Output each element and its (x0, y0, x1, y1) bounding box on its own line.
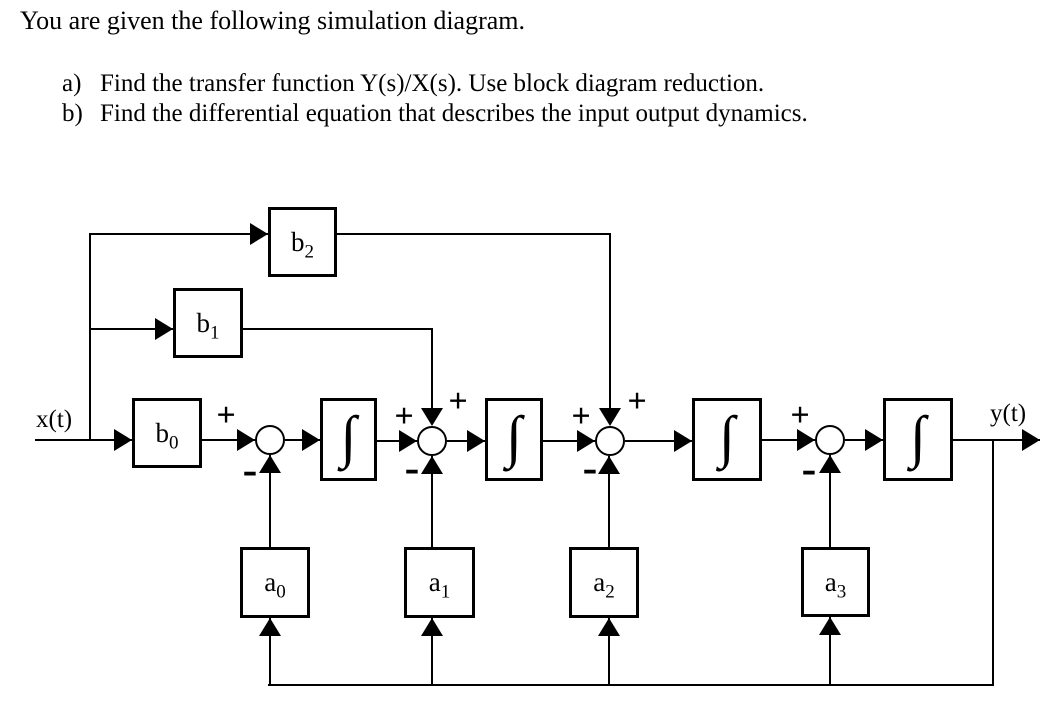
integral-icon: ∫ (340, 404, 357, 469)
wire-b2-down-to-sum3 (609, 233, 611, 424)
block-b0: b0 (132, 398, 202, 468)
summing-junction-3 (595, 426, 625, 456)
arrow-output-icon (1022, 429, 1040, 451)
integral-icon: ∫ (910, 404, 926, 469)
arrow-b2-into-sum3-icon (599, 408, 621, 426)
wire-sum4-to-int4 (845, 439, 883, 441)
wire-b0-to-sum1 (202, 439, 255, 441)
arrow-into-int4-icon (865, 429, 883, 451)
summing-junction-1 (255, 425, 285, 455)
block-a3: a3 (801, 547, 870, 617)
arrow-into-int1-icon (302, 429, 320, 451)
block-b2-label: b2 (291, 226, 314, 262)
wire-bus-to-a0 (269, 618, 271, 685)
list-item-b: b) Find the differential equation that de… (62, 100, 808, 128)
arrow-bus-into-a3-icon (819, 617, 841, 635)
sum1-plus-sign: + (216, 397, 236, 434)
sum3-plus-left-sign: + (571, 398, 591, 435)
arrow-into-b1-icon (155, 318, 173, 340)
integral-icon: ∫ (506, 404, 522, 469)
output-signal-label: y(t) (990, 400, 1027, 427)
sum2-plus-top-sign: + (448, 383, 468, 420)
integrator-1: ∫ (320, 398, 377, 481)
summing-junction-4 (815, 425, 845, 455)
integrator-4: ∫ (883, 398, 953, 481)
arrow-into-int2-icon (467, 430, 485, 452)
sum2-plus-left-sign: + (394, 398, 414, 435)
list-marker-b: b) (62, 100, 83, 127)
arrow-bus-into-a2-icon (598, 618, 620, 636)
arrow-into-sum3-icon (577, 430, 595, 452)
block-a0-label: a0 (264, 567, 286, 603)
block-a3-label: a3 (824, 566, 847, 602)
wire-input-branch (89, 233, 91, 441)
arrow-into-b0-icon (114, 429, 132, 451)
wire-a2-to-sum3 (608, 456, 610, 547)
block-a2-label: a2 (593, 567, 615, 603)
arrow-a1-into-sum2-icon (421, 456, 443, 474)
sum1-minus-sign: - (242, 445, 258, 494)
wire-int2-to-sum3 (543, 440, 595, 442)
arrow-a3-into-sum4-icon (819, 455, 841, 473)
wire-int1-to-sum2 (377, 440, 417, 442)
wire-feedback-bus (268, 684, 994, 686)
list-marker-a: a) (62, 70, 82, 97)
sum4-plus-sign: + (790, 397, 810, 434)
list-text-a: Find the transfer function Y(s)/X(s). Us… (100, 70, 765, 97)
block-b0-label: b0 (155, 417, 179, 453)
block-b2: b2 (268, 207, 337, 277)
wire-branch-to-b1 (89, 328, 173, 330)
wire-sum3-to-int3 (625, 440, 692, 442)
block-a1: a1 (404, 547, 475, 618)
arrow-into-b2-icon (250, 223, 268, 245)
sum2-minus-sign: - (404, 443, 420, 492)
arrow-into-int3-icon (674, 430, 692, 452)
arrow-into-sum4-icon (797, 429, 815, 451)
wire-bus-to-a2 (608, 618, 610, 685)
wire-sum2-to-int2 (447, 440, 485, 442)
wire-input (35, 439, 132, 441)
arrow-a0-into-sum1-icon (259, 455, 281, 473)
wire-output (953, 439, 1040, 441)
wire-a1-to-sum2 (431, 456, 433, 547)
wire-output-feedback-tap (992, 440, 994, 686)
arrow-bus-into-a0-icon (259, 618, 281, 636)
list-item-a: a) Find the transfer function Y(s)/X(s). … (62, 70, 764, 98)
wire-b2-out (337, 233, 611, 235)
list-text-b: Find the differential equation that desc… (100, 100, 808, 127)
summing-junction-2 (417, 426, 447, 456)
wire-int3-to-sum4 (762, 439, 815, 441)
sum3-minus-sign: - (582, 443, 598, 492)
arrow-into-sum1-icon (237, 429, 255, 451)
integral-icon: ∫ (719, 404, 735, 469)
arrow-a2-into-sum3-icon (598, 456, 620, 474)
wire-a3-to-sum4 (829, 455, 831, 547)
arrow-bus-into-a1-icon (421, 618, 443, 636)
arrow-into-sum2-icon (399, 430, 417, 452)
sum4-minus-sign: - (801, 444, 817, 493)
integrator-2: ∫ (485, 398, 543, 481)
block-a2: a2 (569, 547, 639, 618)
block-a0: a0 (240, 547, 310, 618)
wire-a0-to-sum1 (269, 455, 271, 547)
arrow-b1-into-sum2-icon (421, 408, 443, 426)
problem-statement: You are given the following simulation d… (20, 6, 526, 35)
wire-branch-to-b2 (89, 233, 268, 235)
wire-b1-out (243, 328, 433, 330)
block-a1-label: a1 (428, 567, 451, 603)
input-signal-label: x(t) (36, 406, 73, 433)
sum3-plus-top-sign: + (627, 383, 647, 420)
wire-bus-to-a3 (829, 617, 831, 685)
integrator-3: ∫ (692, 398, 762, 481)
wire-bus-to-a1 (431, 618, 433, 685)
block-b1-label: b1 (196, 307, 220, 343)
block-b1: b1 (173, 288, 243, 358)
wire-b1-down-to-sum2 (431, 328, 433, 424)
